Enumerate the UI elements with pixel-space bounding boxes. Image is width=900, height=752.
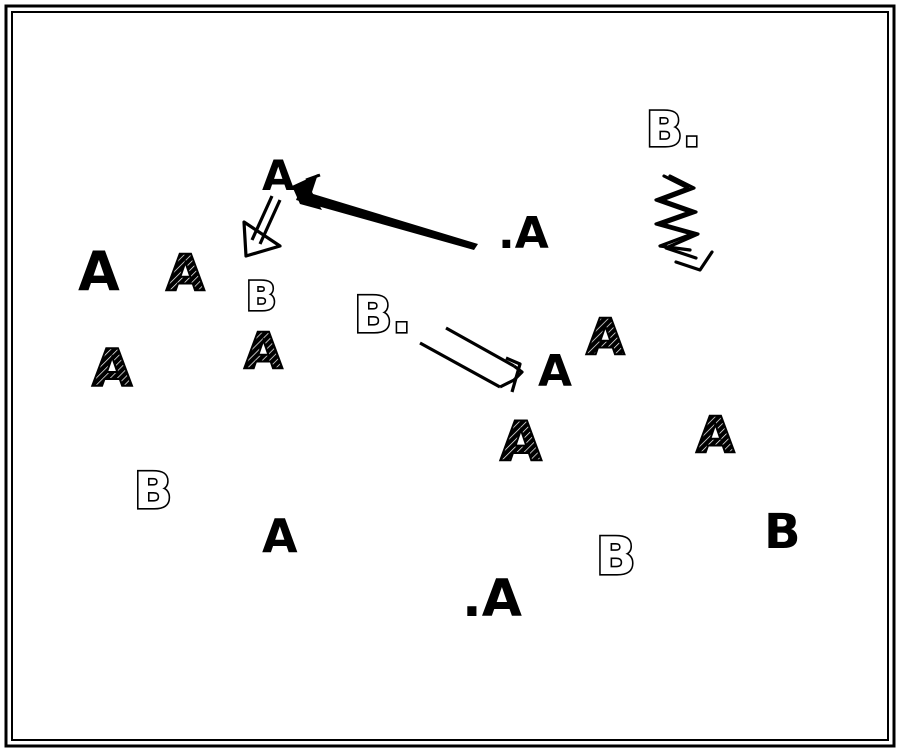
symbol-b-under-top: B	[246, 274, 277, 320]
squiggle-topright-B	[654, 174, 714, 272]
symbol-a-lower-left: A	[262, 509, 298, 563]
symbol-a-hatched-2: A	[244, 322, 283, 380]
symbols-layer: A B A A A A B A .A B. A A A A B. B B .A	[78, 100, 801, 629]
symbol-a-far-left: A	[78, 240, 120, 303]
arrow-dotB-to-A	[419, 326, 524, 393]
symbol-a-dot-bottom: .A	[462, 569, 522, 629]
symbol-b-bottom-mid: B	[596, 527, 636, 587]
arrow-dotA-to-topA	[292, 173, 478, 250]
symbol-b-dot-top-right: B.	[646, 102, 701, 158]
symbol-a-hatched-3: A	[92, 339, 132, 399]
arrow-topA-to-B	[242, 195, 282, 258]
symbol-a-hatched-6: A	[696, 406, 735, 464]
symbol-a-hatched-5: A	[500, 410, 542, 473]
inner-frame	[11, 11, 889, 741]
symbol-b-bottom-right: B	[764, 504, 801, 560]
symbol-a-hatched-1: A	[166, 244, 205, 302]
symbol-b-dot-center: B.	[354, 286, 411, 344]
symbol-a-top: A	[262, 151, 295, 200]
symbol-a-hatched-4: A	[586, 308, 625, 366]
symbol-a-dot-center: .A	[498, 208, 549, 259]
outer-frame	[4, 4, 896, 748]
symbol-a-center-right: A	[538, 346, 572, 397]
symbol-b-left: B	[134, 462, 172, 520]
